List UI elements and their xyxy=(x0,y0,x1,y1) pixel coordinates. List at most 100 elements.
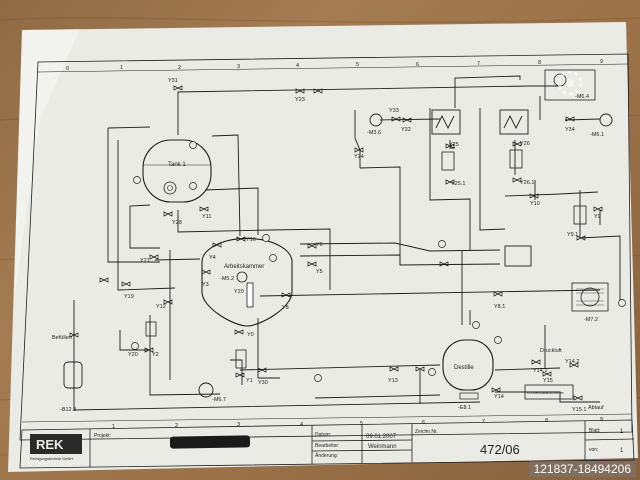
redacted-project xyxy=(169,435,251,449)
valve-y251: Y25.1 xyxy=(451,181,465,187)
valve-y0: Y0 xyxy=(247,332,254,338)
svg-text:3: 3 xyxy=(237,422,240,428)
projekt-label: Projekt: xyxy=(94,433,111,439)
svg-text:8: 8 xyxy=(545,418,548,424)
valve-y1: Y1 xyxy=(246,378,253,384)
valve-y20b: Y20 xyxy=(128,352,138,358)
motor-m36: -M3.6 xyxy=(367,130,381,136)
drawing-frame xyxy=(19,53,633,441)
valve-y15: Y15 xyxy=(543,378,553,384)
company-logo: REK Reinigungstechnik GmbH xyxy=(30,434,82,461)
valve-y25: Y25 xyxy=(449,142,459,148)
von-value: 1 xyxy=(620,448,624,454)
valve-y8: Y8 xyxy=(282,305,289,311)
valve-y23: Y23 xyxy=(295,97,305,103)
blatt-label: Blatt: xyxy=(589,428,600,434)
company-sub: Reinigungstechnik GmbH xyxy=(30,457,73,461)
valve-y2: Y2 xyxy=(152,352,159,358)
bearbeiter-value: Weinmann xyxy=(368,444,397,450)
destille-label: Destille xyxy=(454,365,474,371)
grid-numbers-top: 0 1 2 3 4 5 6 7 8 9 xyxy=(66,59,603,72)
tank-1: Tank 1 xyxy=(142,139,212,203)
valve-y13: Y13 xyxy=(388,378,398,384)
paper xyxy=(8,22,638,472)
label-ablauf: Ablauf xyxy=(588,405,604,411)
valve-y5: Y5 xyxy=(316,269,323,275)
svg-text:8: 8 xyxy=(538,60,541,66)
valve-y28: Y28 xyxy=(172,220,182,226)
destille: Destille -E8.1 xyxy=(442,339,494,411)
valve-symbols xyxy=(69,85,603,401)
valve-y6: Y6 xyxy=(316,242,323,248)
svg-text:7: 7 xyxy=(477,61,480,67)
filter-b146 xyxy=(509,149,523,169)
arbeitskammer-motor: -M5.2 xyxy=(220,276,234,282)
svg-text:6: 6 xyxy=(422,420,425,426)
valve-y261: Y26.1 xyxy=(520,180,534,186)
aenderung-label: Änderung: xyxy=(315,452,338,459)
fan-cooler xyxy=(571,282,609,312)
pump-m67 xyxy=(198,382,214,398)
company-name: REK xyxy=(36,437,64,452)
svg-text:4: 4 xyxy=(300,422,303,428)
datum-value: 09.01.2007 xyxy=(366,434,397,440)
valve-y10: Y10 xyxy=(530,201,540,207)
instruments xyxy=(131,141,626,382)
svg-text:0: 0 xyxy=(66,66,69,72)
bearbeiter-label: Bearbeiter: xyxy=(315,443,339,449)
valve-y12: Y12 xyxy=(156,304,166,310)
valve-y30: Y30 xyxy=(258,380,268,386)
svg-text:1: 1 xyxy=(120,65,123,71)
motor-m72: -M7.2 xyxy=(584,317,598,323)
svg-text:5: 5 xyxy=(356,62,359,68)
pump-y1 xyxy=(235,349,247,369)
tank-1-label: Tank 1 xyxy=(168,162,186,168)
befuellen-container xyxy=(63,361,83,389)
destille-heater: -E8.1 xyxy=(458,405,471,411)
valve-y26: Y26 xyxy=(520,141,530,147)
valve-y9: Y9 xyxy=(594,214,601,220)
heat-exchanger-right xyxy=(499,109,529,135)
valve-y16: Y16 xyxy=(246,237,256,243)
valve-y19: Y19 xyxy=(124,294,134,300)
svg-text:7: 7 xyxy=(482,419,485,425)
label-befuellen: Befüllen xyxy=(52,335,72,341)
pump-m36 xyxy=(369,113,383,127)
title-block xyxy=(19,419,635,469)
von-label: von: xyxy=(589,447,598,453)
valve-y32: Y32 xyxy=(401,127,411,133)
listing-id-watermark: 121837-18494206 xyxy=(528,461,636,477)
valve-y151: Y15.1 xyxy=(572,407,586,413)
piping xyxy=(73,75,621,411)
label-druckluft: Druckluft xyxy=(540,348,562,354)
arbeitskammer-valve: Y20 xyxy=(234,289,244,295)
valve-y3: Y3 xyxy=(202,282,209,288)
blatt-value: 1 xyxy=(620,429,624,435)
zeichnr-label: Zeichn.Nr. xyxy=(415,429,438,435)
valve-y91: Y9.1 xyxy=(567,232,578,238)
datum-label: Datum: xyxy=(315,432,331,438)
pump-m61 xyxy=(599,113,613,127)
valve-y14: Y14 xyxy=(494,394,504,400)
motor-m67: -M6.7 xyxy=(212,397,226,403)
svg-text:6: 6 xyxy=(416,62,419,68)
level-vessel xyxy=(504,245,532,267)
valve-y4: Y4 xyxy=(209,255,216,261)
kondensat-label: Kondensatabscheider xyxy=(527,391,564,395)
kondensat-box xyxy=(524,384,574,400)
svg-text:9: 9 xyxy=(600,59,603,65)
valve-y24: Y24 xyxy=(354,154,364,160)
label-b123: -B12.3 xyxy=(60,407,76,413)
svg-text:5: 5 xyxy=(360,421,363,427)
valve-y34: Y34 xyxy=(565,127,575,133)
heat-exchanger-left xyxy=(431,109,461,135)
valve-y21: Y21 xyxy=(140,258,150,264)
filter-b153 xyxy=(573,205,587,225)
zeichnr-value: 472/06 xyxy=(480,442,520,457)
watermark-logo xyxy=(550,68,590,98)
svg-text:2: 2 xyxy=(178,65,181,71)
svg-text:9: 9 xyxy=(600,417,603,423)
svg-text:3: 3 xyxy=(237,64,240,70)
valve-y141: Y14.1 xyxy=(533,368,547,374)
